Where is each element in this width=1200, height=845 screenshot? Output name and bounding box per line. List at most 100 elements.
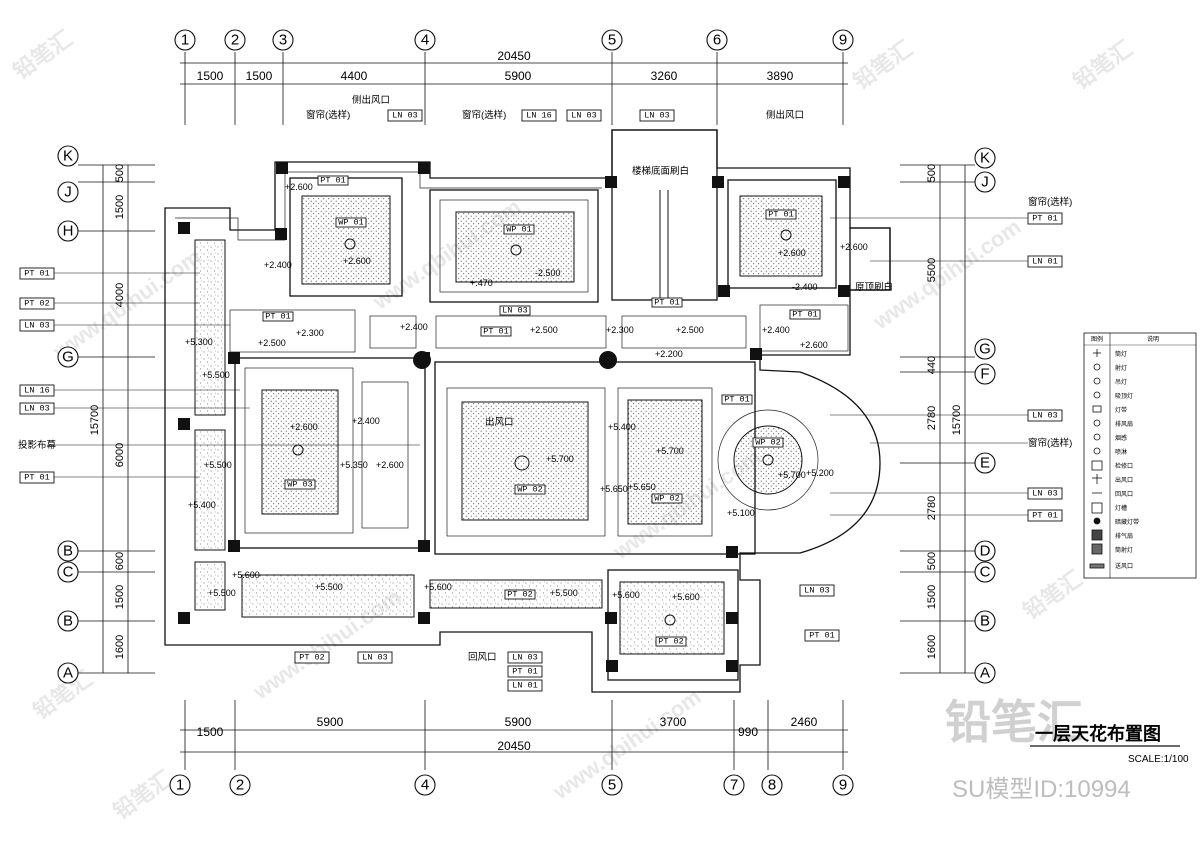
grid-bubble-right-A: A (974, 662, 996, 684)
tag-room-ln03-a: LN 03 (499, 306, 531, 316)
grid-bubble-left-K: K (57, 145, 79, 167)
svg-text:2: 2 (236, 777, 244, 794)
elev-2: +2.400 (264, 260, 292, 270)
svg-text:PT 01: PT 01 (792, 310, 818, 320)
note-return: 回风口 (468, 652, 497, 663)
tag-left-pt01b: PT 01 (19, 471, 55, 484)
tag-room-pt02-a: PT 02 (504, 590, 536, 600)
elev-36: +5.500 (315, 582, 343, 592)
svg-text:LN 03: LN 03 (24, 321, 50, 331)
svg-text:WP 02: WP 02 (517, 485, 543, 495)
legend-item-2: 射灯 (1115, 364, 1127, 372)
tag-right-ln03b: LN 03 (1027, 487, 1063, 500)
legend-item-15: 筒射灯 (1115, 546, 1133, 554)
legend-item-13: 暗藏灯带 (1115, 518, 1139, 526)
tag-room-pt01-d: PT 01 (262, 312, 294, 322)
svg-text:铅笔汇: 铅笔汇 (1019, 566, 1087, 624)
model-id: SU模型ID:10994 (952, 776, 1131, 803)
svg-text:LN 01: LN 01 (1032, 257, 1058, 267)
svg-text:8: 8 (768, 777, 776, 794)
grid-bubble-left-H: H (57, 220, 79, 242)
grid-left: K J H G B C B A 500 1500 4000 6000 600 1… (57, 145, 155, 684)
legend-table: 图例 说明 筒灯 射灯 吊灯 吸顶灯 灯带 排风扇 烟感 喷淋 检修口 出风口 … (1083, 332, 1197, 579)
legend-item-4: 吸顶灯 (1115, 392, 1133, 400)
svg-text:9: 9 (839, 777, 847, 794)
dim-top-1: 1500 (197, 69, 224, 83)
tag-bottom-ln03: LN 03 (357, 651, 393, 664)
legend-item-14: 排气扇 (1115, 532, 1133, 540)
elev-24: +5.500 (204, 460, 232, 470)
tag-room-pt01-b: PT 01 (765, 210, 797, 220)
logo-text: 铅笔汇 (945, 696, 1083, 748)
tag-right-ln03: LN 03 (1027, 409, 1063, 422)
legend-header-desc: 说明 (1147, 335, 1159, 343)
svg-text:PT 02: PT 02 (507, 590, 533, 600)
legend-item-8: 喷淋 (1115, 448, 1127, 456)
svg-text:2: 2 (231, 32, 239, 49)
grid-bubble-right-F: F (974, 363, 996, 385)
svg-text:PT 01: PT 01 (724, 395, 750, 405)
note-projection: 投影布幕 (18, 439, 57, 451)
note-side-vent-2: 侧出风口 (766, 109, 804, 121)
tag-left-pt02: PT 02 (19, 297, 55, 310)
dim-right-4: 2780 (926, 406, 938, 430)
grid-bubble-bottom-5: 5 (601, 774, 623, 796)
elev-16: +2.600 (800, 340, 828, 350)
svg-text:PT 01: PT 01 (1032, 511, 1058, 521)
tag-top-ln03b: LN 03 (566, 109, 602, 122)
note-orig-top: 原顶刷白 (855, 281, 893, 293)
dim-left-7: 1600 (114, 635, 126, 659)
svg-text:PT 01: PT 01 (768, 210, 794, 220)
elev-14: +2.500 (676, 325, 704, 335)
elev-19: +5.500 (202, 370, 230, 380)
elev-26: +5.400 (608, 422, 636, 432)
tag-right-ln01: LN 01 (1027, 255, 1063, 268)
grid-bubble-right-G: G (974, 338, 996, 360)
svg-text:9: 9 (839, 32, 847, 49)
svg-text:PT 01: PT 01 (24, 473, 50, 483)
elev-7: +2.600 (840, 242, 868, 252)
svg-text:PT 01: PT 01 (320, 176, 346, 186)
dim-left-4: 6000 (114, 443, 126, 467)
legend-item-3: 吊灯 (1115, 378, 1127, 386)
dim-top-total: 20450 (497, 49, 531, 63)
svg-text:www.qbihui.com: www.qbihui.com (868, 214, 1026, 335)
elev-21: +2.400 (352, 416, 380, 426)
legend-item-16: 送风口 (1115, 562, 1133, 570)
tag-left-ln16: LN 16 (19, 384, 55, 397)
svg-text:LN 03: LN 03 (1032, 489, 1058, 499)
legend-item-6: 排风扇 (1115, 420, 1133, 428)
elev-23: +5.350 (340, 460, 368, 470)
svg-text:铅笔汇: 铅笔汇 (109, 766, 177, 824)
svg-text:E: E (980, 455, 990, 472)
tag-right-pt01: PT 01 (1027, 212, 1063, 225)
elev-17: +2.200 (655, 349, 683, 359)
legend-item-1: 筒灯 (1115, 350, 1127, 358)
elev-6: +2.600 (778, 248, 806, 258)
legend-header-symbol: 图例 (1091, 335, 1103, 343)
grid-bubble-bottom-2: 2 (229, 774, 251, 796)
svg-text:WP 01: WP 01 (506, 225, 532, 235)
svg-text:K: K (63, 148, 73, 165)
elev-15: +2.400 (762, 325, 790, 335)
grid-bubble-bottom-4: 4 (414, 774, 436, 796)
elev-35: +5.500 (208, 588, 236, 598)
tag-room-pt02-b: PT 02 (655, 637, 687, 647)
svg-text:1: 1 (181, 32, 189, 49)
note-curtain-1: 窗帘(选样) (306, 109, 350, 121)
grid-right: K J G F E D C B A 500 5500 440 2780 2780… (900, 147, 996, 684)
svg-text:PT 01: PT 01 (512, 667, 538, 677)
elev-4: -2.500 (535, 268, 561, 278)
svg-text:5: 5 (608, 32, 616, 49)
dim-right-5: 2780 (926, 496, 938, 520)
grid-bubble-right-J: J (974, 171, 996, 193)
tag-room-pt01-f: PT 01 (789, 310, 821, 320)
elev-10: +2.500 (258, 338, 286, 348)
annotations: PT 01 PT 02 LN 03 LN 16 LN 03 投影布幕 PT 01… (18, 94, 1072, 692)
legend-item-10: 出风口 (1115, 476, 1133, 484)
floor-plan (164, 129, 891, 693)
grid-bubble-right-E: E (974, 452, 996, 474)
svg-text:A: A (980, 665, 990, 682)
svg-text:PT 01: PT 01 (809, 631, 835, 641)
svg-text:PT 01: PT 01 (24, 269, 50, 279)
